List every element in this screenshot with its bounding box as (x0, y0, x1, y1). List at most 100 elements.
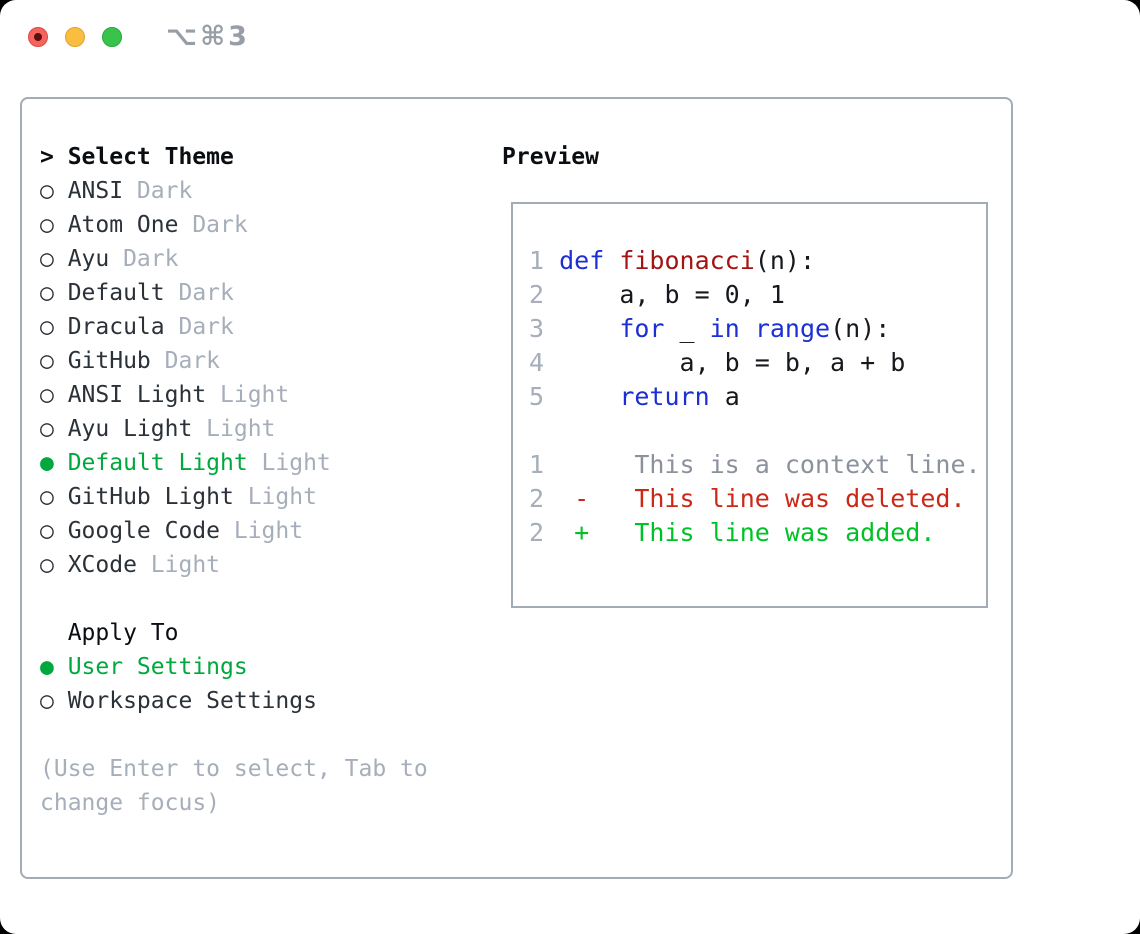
code-line: 2 + This line was added. (529, 516, 986, 550)
apply-to-option[interactable]: ● User Settings (40, 650, 482, 684)
radio-icon: ○ (40, 382, 54, 408)
select-theme-title: Select Theme (67, 144, 234, 170)
code-segment: a, b = 0, 1 (559, 280, 785, 309)
preview-heading: Preview (502, 144, 599, 170)
theme-option[interactable]: ○ XCode Light (40, 548, 482, 582)
code-line: 4 a, b = b, a + b (529, 346, 986, 380)
radio-icon: ○ (40, 178, 54, 204)
code-segment: _ (664, 314, 710, 343)
radio-icon: ○ (40, 688, 54, 714)
theme-variant-label: Light (150, 552, 221, 578)
theme-variant-label: Light (233, 518, 304, 544)
window-shortcut-label: ⌥⌘3 (166, 21, 250, 52)
window-titlebar: ⌥⌘3 (0, 0, 1140, 76)
code-line: 5 return a (529, 380, 986, 414)
code-segment: (n): (754, 246, 816, 275)
radio-icon: ○ (40, 348, 54, 374)
code-segment: 2 (529, 518, 545, 547)
code-segment: 1 (529, 246, 560, 275)
code-segment: + This line was added. (574, 518, 936, 547)
theme-option[interactable]: ○ GitHub Dark (40, 344, 482, 378)
spacer (40, 582, 482, 616)
apply-to-option-label: User Settings (67, 654, 248, 680)
code-segment: def (559, 246, 620, 275)
theme-option[interactable]: ○ ANSI Dark (40, 174, 482, 208)
help-text: (Use Enter to select, Tab to change focu… (40, 756, 428, 816)
code-line: 2 a, b = 0, 1 (529, 278, 986, 312)
code-segment: 1 (529, 450, 545, 479)
theme-option[interactable]: ○ Ayu Light Light (40, 412, 482, 446)
minimize-button[interactable] (65, 27, 85, 47)
code-segment: 3 (529, 314, 560, 343)
theme-option-label: Default (67, 280, 165, 306)
radio-icon: ○ (40, 212, 54, 238)
code-line: 1 This is a context line. (529, 448, 986, 482)
theme-variant-label: Light (261, 450, 331, 476)
code-segment (740, 314, 755, 343)
theme-option[interactable]: ○ Default Dark (40, 276, 482, 310)
zoom-button[interactable] (102, 27, 122, 47)
theme-variant-label: Light (206, 416, 276, 442)
theme-variant-label: Dark (192, 212, 248, 238)
theme-variant-label: Dark (123, 246, 179, 272)
code-segment: fibonacci (619, 246, 755, 275)
theme-option-label: ANSI Light (67, 382, 207, 408)
apply-to-option[interactable]: ○ Workspace Settings (40, 684, 482, 718)
code-line: 2 - This line was deleted. (529, 482, 986, 516)
theme-variant-label: Light (247, 484, 317, 510)
code-segment (544, 484, 574, 513)
code-line: 1 def fibonacci(n): (529, 244, 986, 278)
apply-to-option-label: Workspace Settings (67, 688, 317, 714)
radio-icon: ○ (40, 484, 54, 510)
theme-option[interactable]: ○ Atom One Dark (40, 208, 482, 242)
code-line (529, 414, 986, 448)
select-theme-heading: >Select Theme (40, 140, 482, 174)
code-segment (544, 518, 574, 547)
theme-option[interactable]: ○ ANSI Light Light (40, 378, 482, 412)
code-segment: a (709, 382, 740, 411)
code-segment: for (619, 314, 665, 343)
theme-variant-label: Light (220, 382, 290, 408)
radio-selected-icon: ● (40, 654, 54, 680)
radio-icon: ○ (40, 246, 54, 272)
radio-selected-icon: ● (40, 450, 54, 476)
theme-variant-label: Dark (178, 280, 234, 306)
apply-to-heading: Apply To (67, 620, 179, 646)
theme-variant-label: Dark (164, 348, 221, 374)
code-segment: 4 (529, 348, 560, 377)
code-segment: (n): (830, 314, 891, 343)
theme-option-label: Atom One (67, 212, 179, 238)
radio-icon: ○ (40, 552, 54, 578)
radio-icon: ○ (40, 416, 54, 442)
close-button-dot-icon (34, 33, 42, 41)
theme-option[interactable]: ○ Ayu Dark (40, 242, 482, 276)
code-segment (559, 314, 619, 343)
apply-to-list: ● User Settings ○ Workspace Settings (40, 650, 482, 718)
radio-icon: ○ (40, 280, 54, 306)
theme-option[interactable]: ● Default Light Light (40, 446, 482, 480)
code-segment: return (619, 382, 710, 411)
code-segment: This is a context line. (544, 450, 981, 479)
radio-icon: ○ (40, 314, 54, 340)
theme-option-label: ANSI (67, 178, 124, 204)
theme-variant-label: Dark (136, 178, 193, 204)
theme-option-label: Default Light (67, 450, 248, 476)
code-segment: range (754, 314, 831, 343)
code-segment: - This line was deleted. (574, 484, 966, 513)
code-segment: 5 (529, 382, 560, 411)
theme-option-label: Ayu Light (67, 416, 193, 442)
code-segment: a, b = b, a + b (559, 348, 906, 377)
theme-option-label: GitHub (67, 348, 151, 374)
close-button[interactable] (28, 27, 48, 47)
theme-option-label: Ayu (67, 246, 110, 272)
code-segment: 2 (529, 280, 560, 309)
theme-option-label: XCode (67, 552, 137, 578)
